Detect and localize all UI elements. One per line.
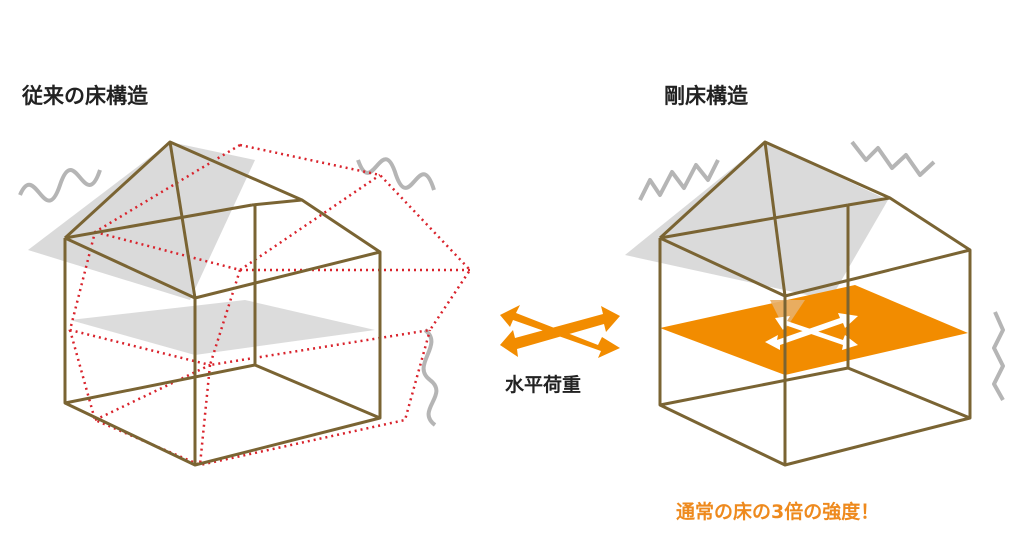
left-vibration-wave-1	[18, 168, 102, 203]
rigid-floor-roof-shadow	[770, 300, 805, 330]
left-vibration-wave-3	[421, 328, 439, 427]
left-roof-plane	[28, 142, 255, 300]
right-vibration-wave-2	[850, 140, 936, 177]
horizontal-load-label: 水平荷重	[505, 374, 582, 396]
left-house-group	[18, 140, 472, 467]
strength-caption: 通常の床の3倍の強度！	[676, 501, 880, 523]
rigid-floor-title: 剛床構造	[664, 84, 748, 108]
horizontal-load-arrows	[500, 305, 620, 358]
conventional-floor-title: 従来の床構造	[22, 84, 148, 108]
right-house-frame	[658, 140, 972, 467]
left-house-frame	[63, 140, 382, 467]
rigid-floor-cross-arrows	[765, 313, 858, 350]
right-vibration-wave-1	[638, 159, 720, 201]
right-vibration-wave-3	[992, 311, 1005, 401]
left-vibration-wave-2	[356, 157, 436, 191]
right-house-group	[625, 140, 1005, 467]
load-arrow-2	[500, 306, 620, 357]
left-deformed-frame	[68, 143, 472, 467]
